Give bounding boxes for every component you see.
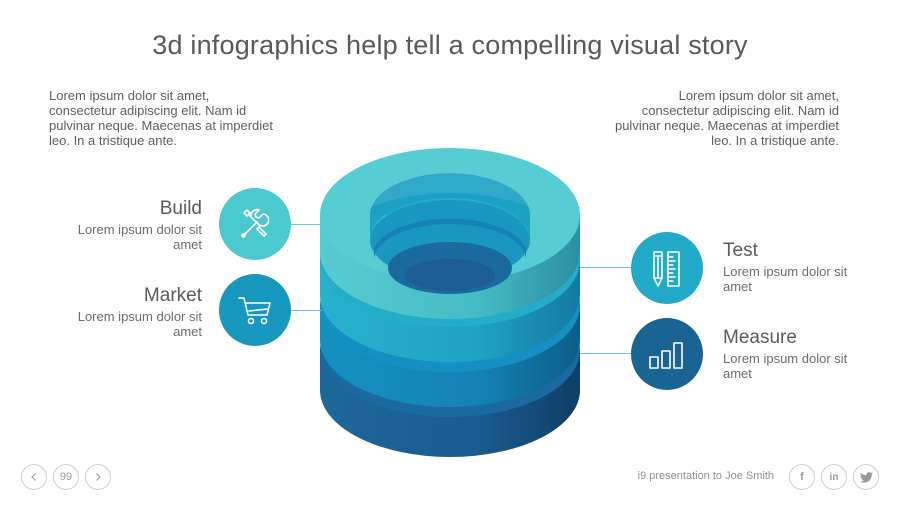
chevron-left-icon	[31, 473, 36, 481]
test-circle	[631, 232, 703, 304]
next-slide-button[interactable]	[85, 464, 111, 490]
tools-icon	[241, 208, 270, 238]
ruler-pencil-icon	[653, 251, 680, 287]
build-circle	[219, 188, 291, 260]
page-number-badge: 99	[53, 464, 79, 490]
page-title: 3d infographics help tell a compelling v…	[152, 30, 748, 60]
build-title: Build	[159, 198, 202, 219]
build-label-group: Build Lorem ipsum dolor sit amet	[62, 198, 202, 252]
connector-measure	[580, 353, 632, 354]
chevron-right-icon	[96, 473, 101, 481]
linkedin-icon: in	[829, 471, 839, 483]
page-number: 99	[59, 471, 73, 483]
ring-inner-hole	[370, 173, 530, 294]
market-description: Lorem ipsum dolor sit amet	[77, 309, 202, 339]
test-title: Test	[723, 240, 758, 261]
cart-icon	[238, 297, 271, 325]
market-title: Market	[143, 285, 202, 306]
linkedin-button[interactable]: in	[821, 464, 847, 490]
test-description: Lorem ipsum dolor sit amet	[723, 264, 848, 294]
measure-label-group: Measure Lorem ipsum dolor sit amet	[723, 327, 863, 381]
presentation-credit: i9 presentation to Joe Smith	[637, 470, 774, 482]
previous-slide-button[interactable]	[21, 464, 47, 490]
facebook-button[interactable]: f	[789, 464, 815, 490]
connector-market	[290, 310, 322, 311]
market-label-group: Market Lorem ipsum dolor sit amet	[62, 285, 202, 339]
intro-text-right: Lorem ipsum dolor sit amet, consectetur …	[614, 88, 839, 148]
measure-description: Lorem ipsum dolor sit amet	[723, 351, 848, 381]
market-circle	[219, 274, 291, 346]
twitter-button[interactable]	[853, 464, 879, 490]
test-label-group: Test Lorem ipsum dolor sit amet	[723, 240, 863, 294]
twitter-icon	[859, 471, 873, 483]
facebook-icon: f	[800, 471, 804, 483]
connector-build	[290, 224, 322, 225]
build-description: Lorem ipsum dolor sit amet	[77, 222, 202, 252]
measure-title: Measure	[723, 327, 797, 348]
connector-test	[580, 267, 632, 268]
bar-chart-icon	[649, 342, 683, 369]
measure-circle	[631, 318, 703, 390]
intro-text-left: Lorem ipsum dolor sit amet, consectetur …	[49, 88, 274, 148]
stacked-ring-graphic	[320, 148, 580, 457]
